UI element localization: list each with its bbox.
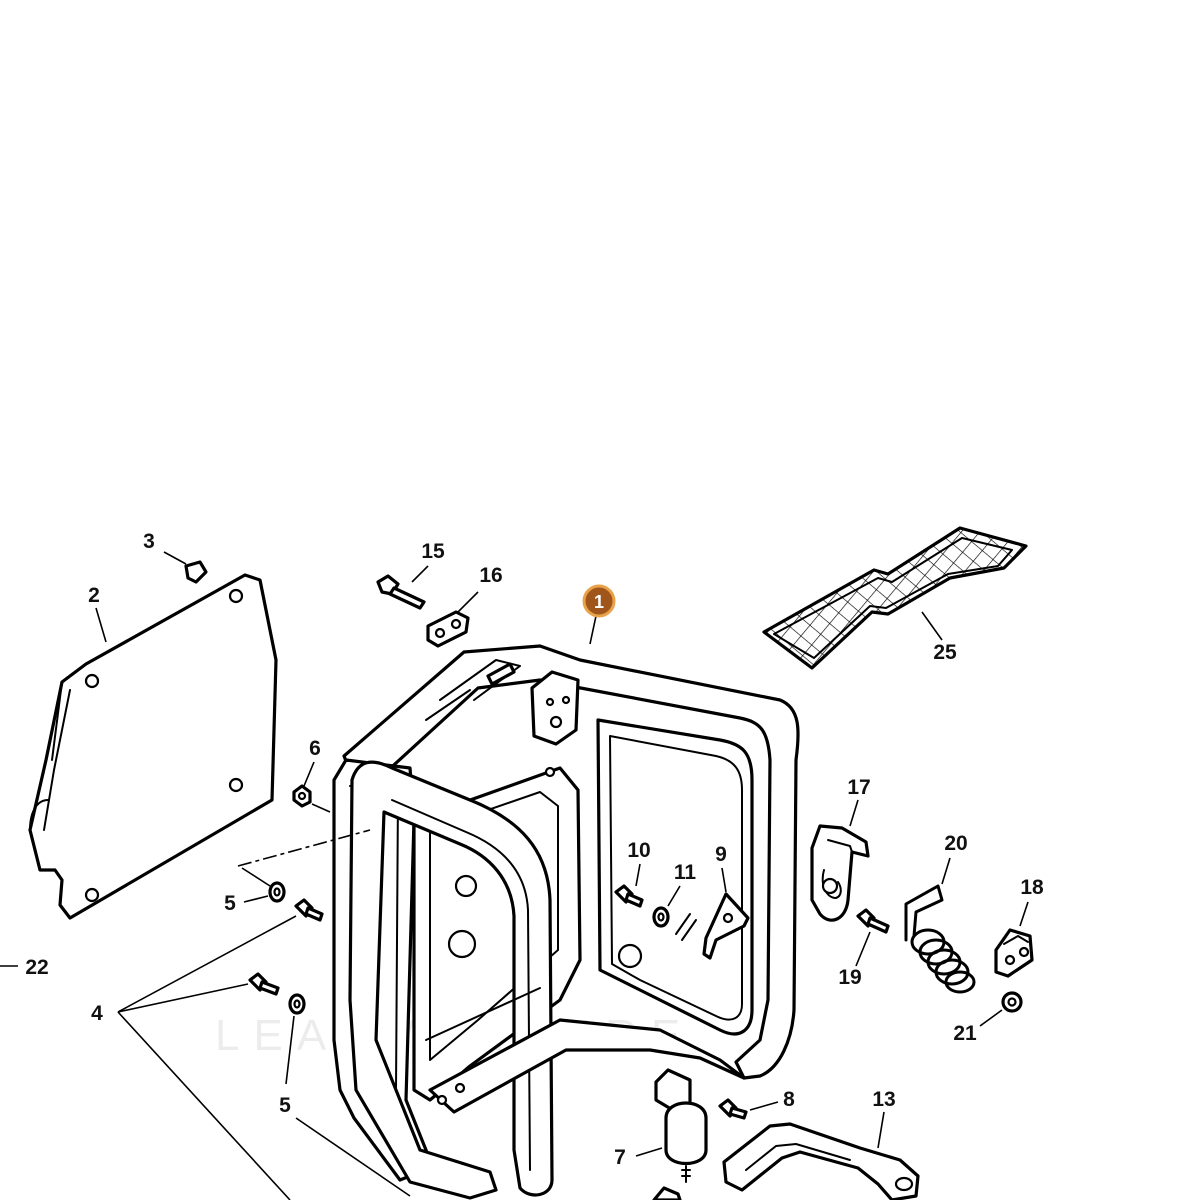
part-3-clip[interactable] xyxy=(184,560,208,584)
callout-9-label[interactable]: 9 xyxy=(715,843,727,866)
callout-5-label-upper[interactable]: 5 xyxy=(224,892,236,915)
callout-8-label[interactable]: 8 xyxy=(783,1088,795,1111)
callout-16-label[interactable]: 16 xyxy=(479,564,502,587)
callout-4-label[interactable]: 4 xyxy=(91,1002,103,1025)
callout-10-label[interactable]: 10 xyxy=(627,839,650,862)
part-5-washer-lower[interactable] xyxy=(288,993,306,1015)
part-20-spring[interactable] xyxy=(904,884,976,994)
part-6-nut[interactable] xyxy=(292,784,312,808)
part-7-rubber-mount[interactable] xyxy=(652,1068,708,1200)
part-19-bolt[interactable] xyxy=(856,908,890,934)
callout-6-label[interactable]: 6 xyxy=(309,737,321,760)
part-9-bracket[interactable] xyxy=(675,892,750,960)
callout-15-label[interactable]: 15 xyxy=(421,540,445,563)
part-15-bolt[interactable] xyxy=(376,574,426,610)
callout-11-label[interactable]: 11 xyxy=(674,861,697,884)
callout-labels: 1 3 2 15 16 25 6 5 4 5 22 10 11 9 17 20 … xyxy=(25,530,1044,1169)
callout-13-label[interactable]: 13 xyxy=(872,1088,895,1111)
part-18-bracket[interactable] xyxy=(994,928,1034,978)
callout-5-label-lower[interactable]: 5 xyxy=(279,1094,291,1117)
callout-20-label[interactable]: 20 xyxy=(944,832,967,855)
callout-25-label[interactable]: 25 xyxy=(933,641,957,664)
callout-19-label[interactable]: 19 xyxy=(838,966,861,989)
part-10-screw[interactable] xyxy=(614,884,644,908)
callout-17-label[interactable]: 17 xyxy=(847,776,870,799)
part-4-bolt-upper[interactable] xyxy=(294,898,324,922)
leader-lines xyxy=(0,551,1029,1200)
part-4-bolt-lower[interactable] xyxy=(248,972,280,996)
part-25-mesh-grille[interactable] xyxy=(762,526,1028,670)
part-11-washer[interactable] xyxy=(652,906,670,928)
part-16-plate[interactable] xyxy=(426,610,470,648)
callout-1-highlight[interactable]: 1 xyxy=(582,584,616,618)
callout-21-label[interactable]: 21 xyxy=(953,1022,977,1045)
callout-18-label[interactable]: 18 xyxy=(1020,876,1044,899)
part-2-side-cover[interactable] xyxy=(28,573,278,920)
part-21-washer[interactable] xyxy=(1001,991,1023,1013)
callout-7-label[interactable]: 7 xyxy=(614,1146,626,1169)
callout-2-label[interactable]: 2 xyxy=(88,584,100,607)
part-5-washer-upper[interactable] xyxy=(268,881,286,903)
callout-1-label: 1 xyxy=(594,592,604,612)
callout-3-label[interactable]: 3 xyxy=(143,530,155,553)
callout-22-label[interactable]: 22 xyxy=(25,956,48,979)
part-1-main-frame[interactable] xyxy=(332,644,800,1200)
part-8-screw[interactable] xyxy=(718,1098,748,1120)
part-13-handle[interactable] xyxy=(722,1122,920,1200)
part-17-latch[interactable] xyxy=(810,824,870,922)
